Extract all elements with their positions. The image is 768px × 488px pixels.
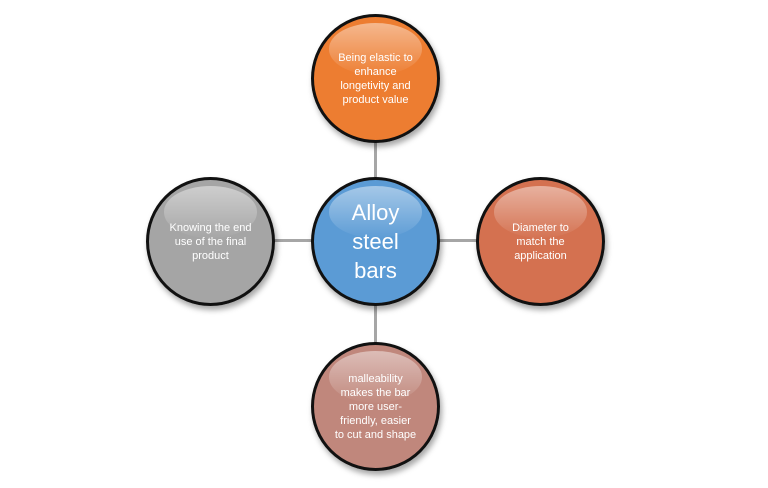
connector-bottom (374, 305, 377, 345)
connector-right (439, 239, 479, 242)
connector-left (273, 239, 313, 242)
connector-top (374, 137, 377, 177)
